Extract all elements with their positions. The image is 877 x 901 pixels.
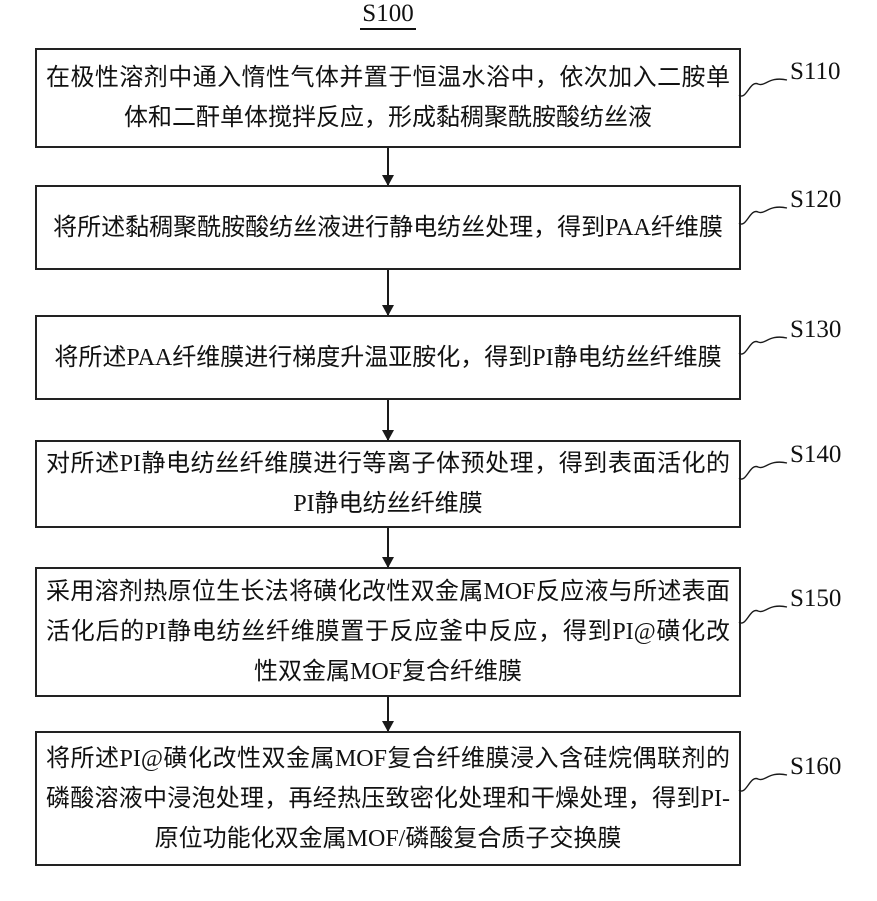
wavy-connector-icon	[738, 773, 788, 792]
step-ref-s150: S150	[738, 585, 841, 630]
step-label: S140	[790, 441, 842, 468]
diagram-title: S100	[35, 0, 741, 30]
step-ref-s140: S140	[738, 441, 841, 486]
arrow-head-icon	[382, 305, 394, 316]
flow-arrow	[382, 270, 394, 316]
step-label: S160	[790, 753, 842, 780]
step-label: S150	[790, 585, 842, 612]
step-text-s160: 将所述PI@磺化改性双金属MOF复合纤维膜浸入含硅烷偶联剂的磷酸溶液中浸泡处理，…	[46, 745, 730, 852]
step-box-s110: 在极性溶剂中通入惰性气体并置于恒温水浴中，依次加入二胺单体和二酐单体搅拌反应，形…	[35, 48, 741, 148]
step-ref-s110: S110	[738, 58, 840, 103]
step-box-s150: 采用溶剂热原位生长法将磺化改性双金属MOF反应液与所述表面活化后的PI静电纺丝纤…	[35, 567, 741, 697]
step-label: S120	[790, 186, 842, 213]
step-ref-s160: S160	[738, 753, 841, 798]
arrow-head-icon	[382, 430, 394, 441]
flow-arrow	[382, 697, 394, 732]
arrow-head-icon	[382, 175, 394, 186]
step-text-s140: 对所述PI静电纺丝纤维膜进行等离子体预处理，得到表面活化的PI静电纺丝纤维膜	[46, 451, 730, 517]
arrow-head-icon	[382, 721, 394, 732]
wavy-connector-icon	[738, 206, 788, 225]
step-text-s150: 采用溶剂热原位生长法将磺化改性双金属MOF反应液与所述表面活化后的PI静电纺丝纤…	[46, 579, 730, 685]
step-box-s120: 将所述黏稠聚酰胺酸纺丝液进行静电纺丝处理，得到PAA纤维膜	[35, 185, 741, 270]
arrow-head-icon	[382, 557, 394, 568]
step-label: S130	[790, 316, 842, 343]
wavy-connector-icon	[738, 336, 788, 355]
step-ref-s130: S130	[738, 316, 841, 361]
flow-arrow	[382, 148, 394, 186]
step-text-s130: 将所述PAA纤维膜进行梯度升温亚胺化，得到PI静电纺丝纤维膜	[54, 344, 722, 371]
flow-arrow	[382, 400, 394, 441]
diagram-title-text: S100	[360, 0, 416, 30]
wavy-connector-icon	[738, 461, 788, 480]
flow-arrow	[382, 528, 394, 568]
wavy-connector-icon	[738, 78, 788, 97]
step-label: S110	[790, 58, 841, 85]
step-text-s120: 将所述黏稠聚酰胺酸纺丝液进行静电纺丝处理，得到PAA纤维膜	[53, 214, 723, 241]
step-ref-s120: S120	[738, 186, 841, 231]
step-box-s140: 对所述PI静电纺丝纤维膜进行等离子体预处理，得到表面活化的PI静电纺丝纤维膜	[35, 440, 741, 528]
wavy-connector-icon	[738, 605, 788, 624]
step-box-s160: 将所述PI@磺化改性双金属MOF复合纤维膜浸入含硅烷偶联剂的磷酸溶液中浸泡处理，…	[35, 731, 741, 866]
step-box-s130: 将所述PAA纤维膜进行梯度升温亚胺化，得到PI静电纺丝纤维膜	[35, 315, 741, 400]
step-text-s110: 在极性溶剂中通入惰性气体并置于恒温水浴中，依次加入二胺单体和二酐单体搅拌反应，形…	[46, 65, 730, 131]
